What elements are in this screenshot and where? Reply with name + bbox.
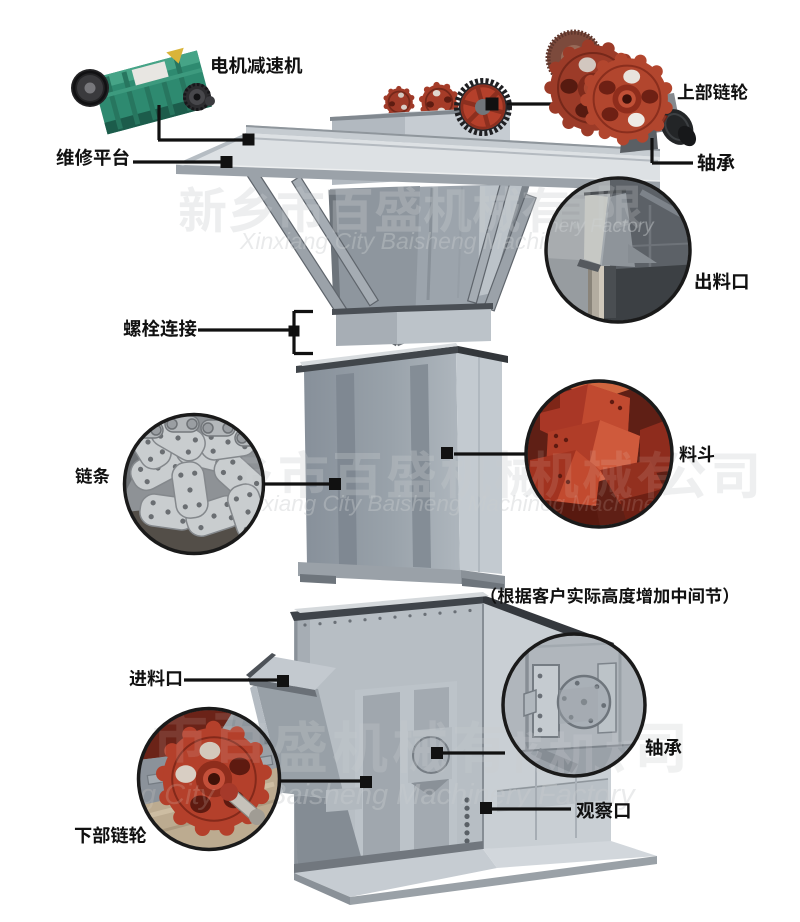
svg-text:g City: g City: [140, 779, 216, 811]
